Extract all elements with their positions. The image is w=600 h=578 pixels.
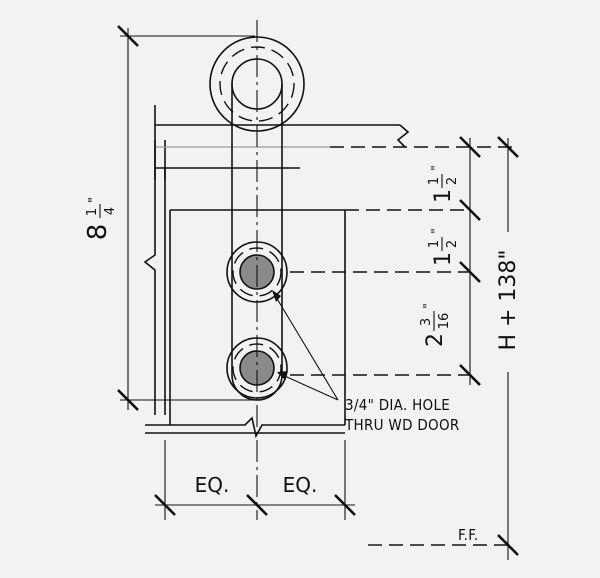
dim-overall-den: 4 [103, 207, 118, 215]
dim-upper-den: 2 [445, 177, 460, 185]
door-frame [143, 105, 410, 439]
pull-handle [209, 20, 305, 520]
hole-leaders [272, 290, 339, 401]
hole-note-line1: 3/4" DIA. HOLE [345, 396, 450, 414]
dim-chain-right: 1 2 " 1 1 2 " 1 2 3 16 " [419, 136, 481, 386]
dim-overall-num: 1 [85, 208, 100, 216]
dim-middle-whole: 1 [431, 252, 456, 266]
dim-overall-whole: 8 [83, 224, 113, 241]
dim-overall-unit: " [87, 197, 102, 203]
dim-hole-unit: " [421, 303, 435, 309]
dim-hole-den: 16 [437, 313, 452, 330]
dim-upper-unit: " [429, 165, 443, 171]
dim-bottom-widths: EQ. EQ. [154, 440, 356, 520]
dim-hole-num: 3 [419, 318, 434, 326]
dim-mounting-height-label: H + 138" [496, 249, 521, 350]
finished-floor-label: F.F. [458, 526, 478, 544]
dim-mounting-height: H + 138" [496, 136, 521, 560]
dim-upper-num: 1 [427, 177, 442, 185]
dim-middle-num: 1 [427, 240, 442, 248]
dim-left-width: EQ. [195, 473, 230, 497]
dim-middle-den: 2 [445, 240, 460, 248]
dim-overall-height: 8 1 4 " [83, 25, 139, 411]
extension-lines [120, 35, 515, 546]
dim-upper-whole: 1 [431, 189, 456, 203]
hole-note-line2: THRU WD DOOR [344, 416, 460, 434]
dim-middle-unit: " [429, 228, 443, 234]
dim-right-width: EQ. [283, 473, 318, 497]
dim-hole-whole: 2 [423, 333, 448, 347]
